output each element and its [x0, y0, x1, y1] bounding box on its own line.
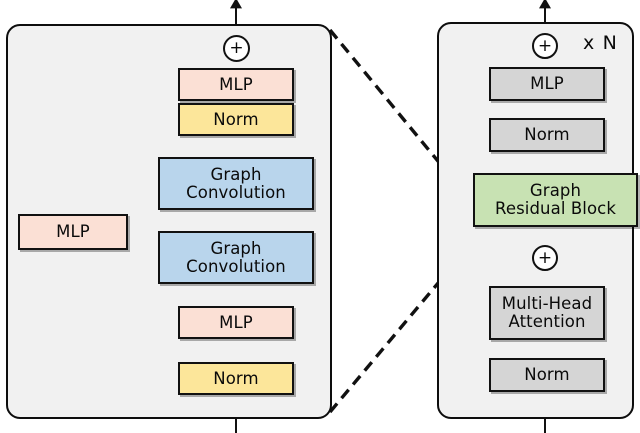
node-left-mlp-skip[interactable]: MLP	[18, 214, 128, 250]
node-left-norm-bottom[interactable]: Norm	[178, 362, 294, 395]
node-left-mlp-bottom[interactable]: MLP	[178, 306, 294, 339]
node-right-norm-top[interactable]: Norm	[489, 118, 605, 152]
node-right-mlp-top[interactable]: MLP	[489, 67, 605, 101]
right-upper-residual-adder: +	[532, 33, 558, 59]
node-left-graph-convolution-upper[interactable]: Graph Convolution	[158, 157, 314, 210]
left-residual-adder: +	[223, 35, 250, 62]
node-left-norm-top[interactable]: Norm	[178, 103, 294, 136]
node-left-mlp-top[interactable]: MLP	[178, 68, 294, 101]
repeat-count-label: x N	[583, 32, 619, 54]
node-right-multi-head-attention[interactable]: Multi-Head Attention	[489, 286, 605, 340]
node-left-graph-convolution-lower[interactable]: Graph Convolution	[158, 231, 314, 284]
node-right-norm-bottom[interactable]: Norm	[489, 358, 605, 392]
node-right-graph-residual-block[interactable]: Graph Residual Block	[473, 173, 638, 227]
right-lower-residual-adder: +	[532, 245, 558, 271]
